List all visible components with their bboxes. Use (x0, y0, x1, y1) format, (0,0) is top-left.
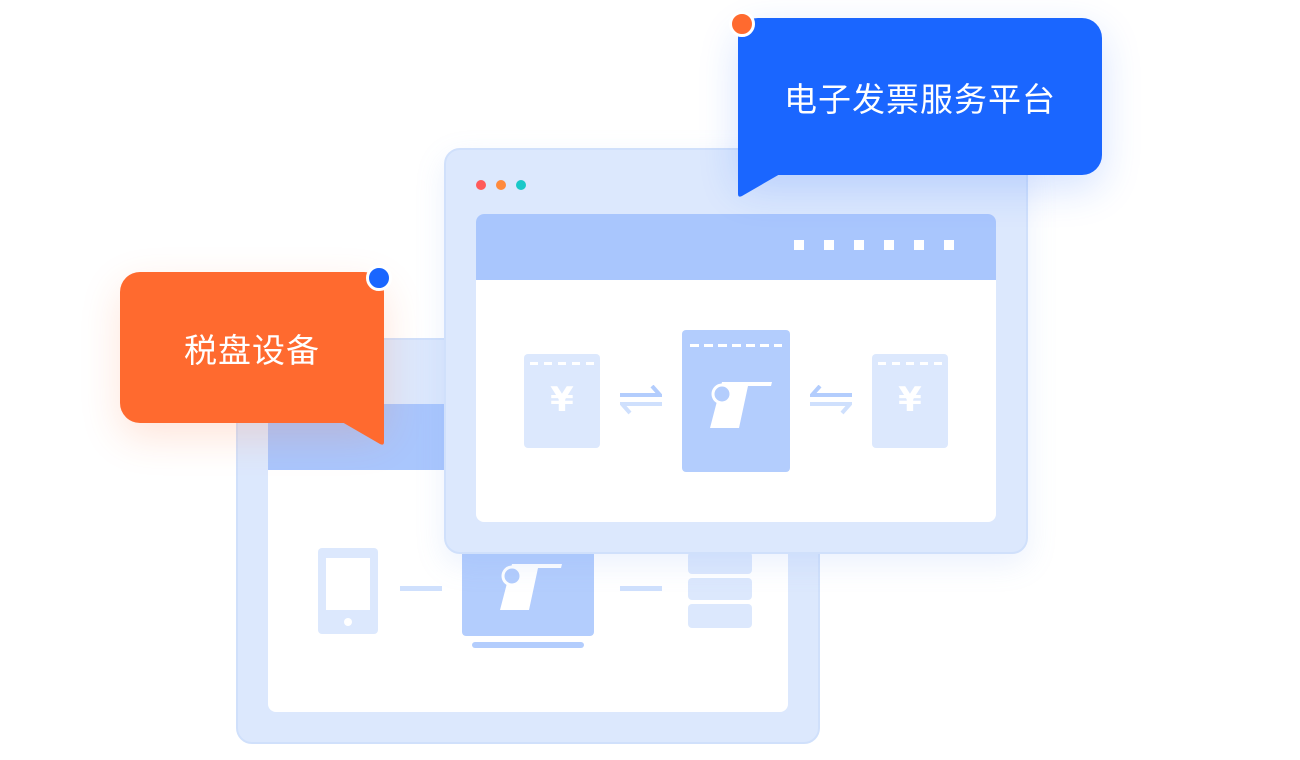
yen-icon: ¥ (550, 380, 574, 420)
arrow-right-icon (400, 586, 442, 591)
receipt-right: ¥ (872, 354, 948, 448)
window-dot-red (476, 180, 486, 190)
phone-icon (318, 548, 378, 634)
invoice-center (682, 330, 790, 472)
window-dot-teal (516, 180, 526, 190)
platform-callout: 电子发票服务平台 (738, 18, 1102, 175)
callout-tail (738, 174, 780, 197)
invoice-logo-icon (710, 382, 772, 428)
exchange-arrows-icon (620, 385, 662, 415)
device-callout-label: 税盘设备 (184, 330, 320, 370)
status-dot-blue (366, 265, 392, 291)
invoice-logo-icon (500, 564, 562, 610)
device-callout: 税盘设备 (120, 272, 384, 423)
platform-callout-label: 电子发票服务平台 (784, 79, 1056, 119)
server-icon (688, 540, 752, 628)
laptop-stand (472, 642, 584, 648)
status-dot-orange (729, 11, 755, 37)
callout-tail (342, 422, 384, 445)
laptop-icon (462, 540, 594, 636)
window-dot-orange (496, 180, 506, 190)
exchange-arrows-icon (810, 385, 852, 415)
receipt-left: ¥ (524, 354, 600, 448)
platform-window-header (476, 214, 996, 280)
arrow-left-icon (620, 586, 662, 591)
yen-icon: ¥ (898, 380, 922, 420)
